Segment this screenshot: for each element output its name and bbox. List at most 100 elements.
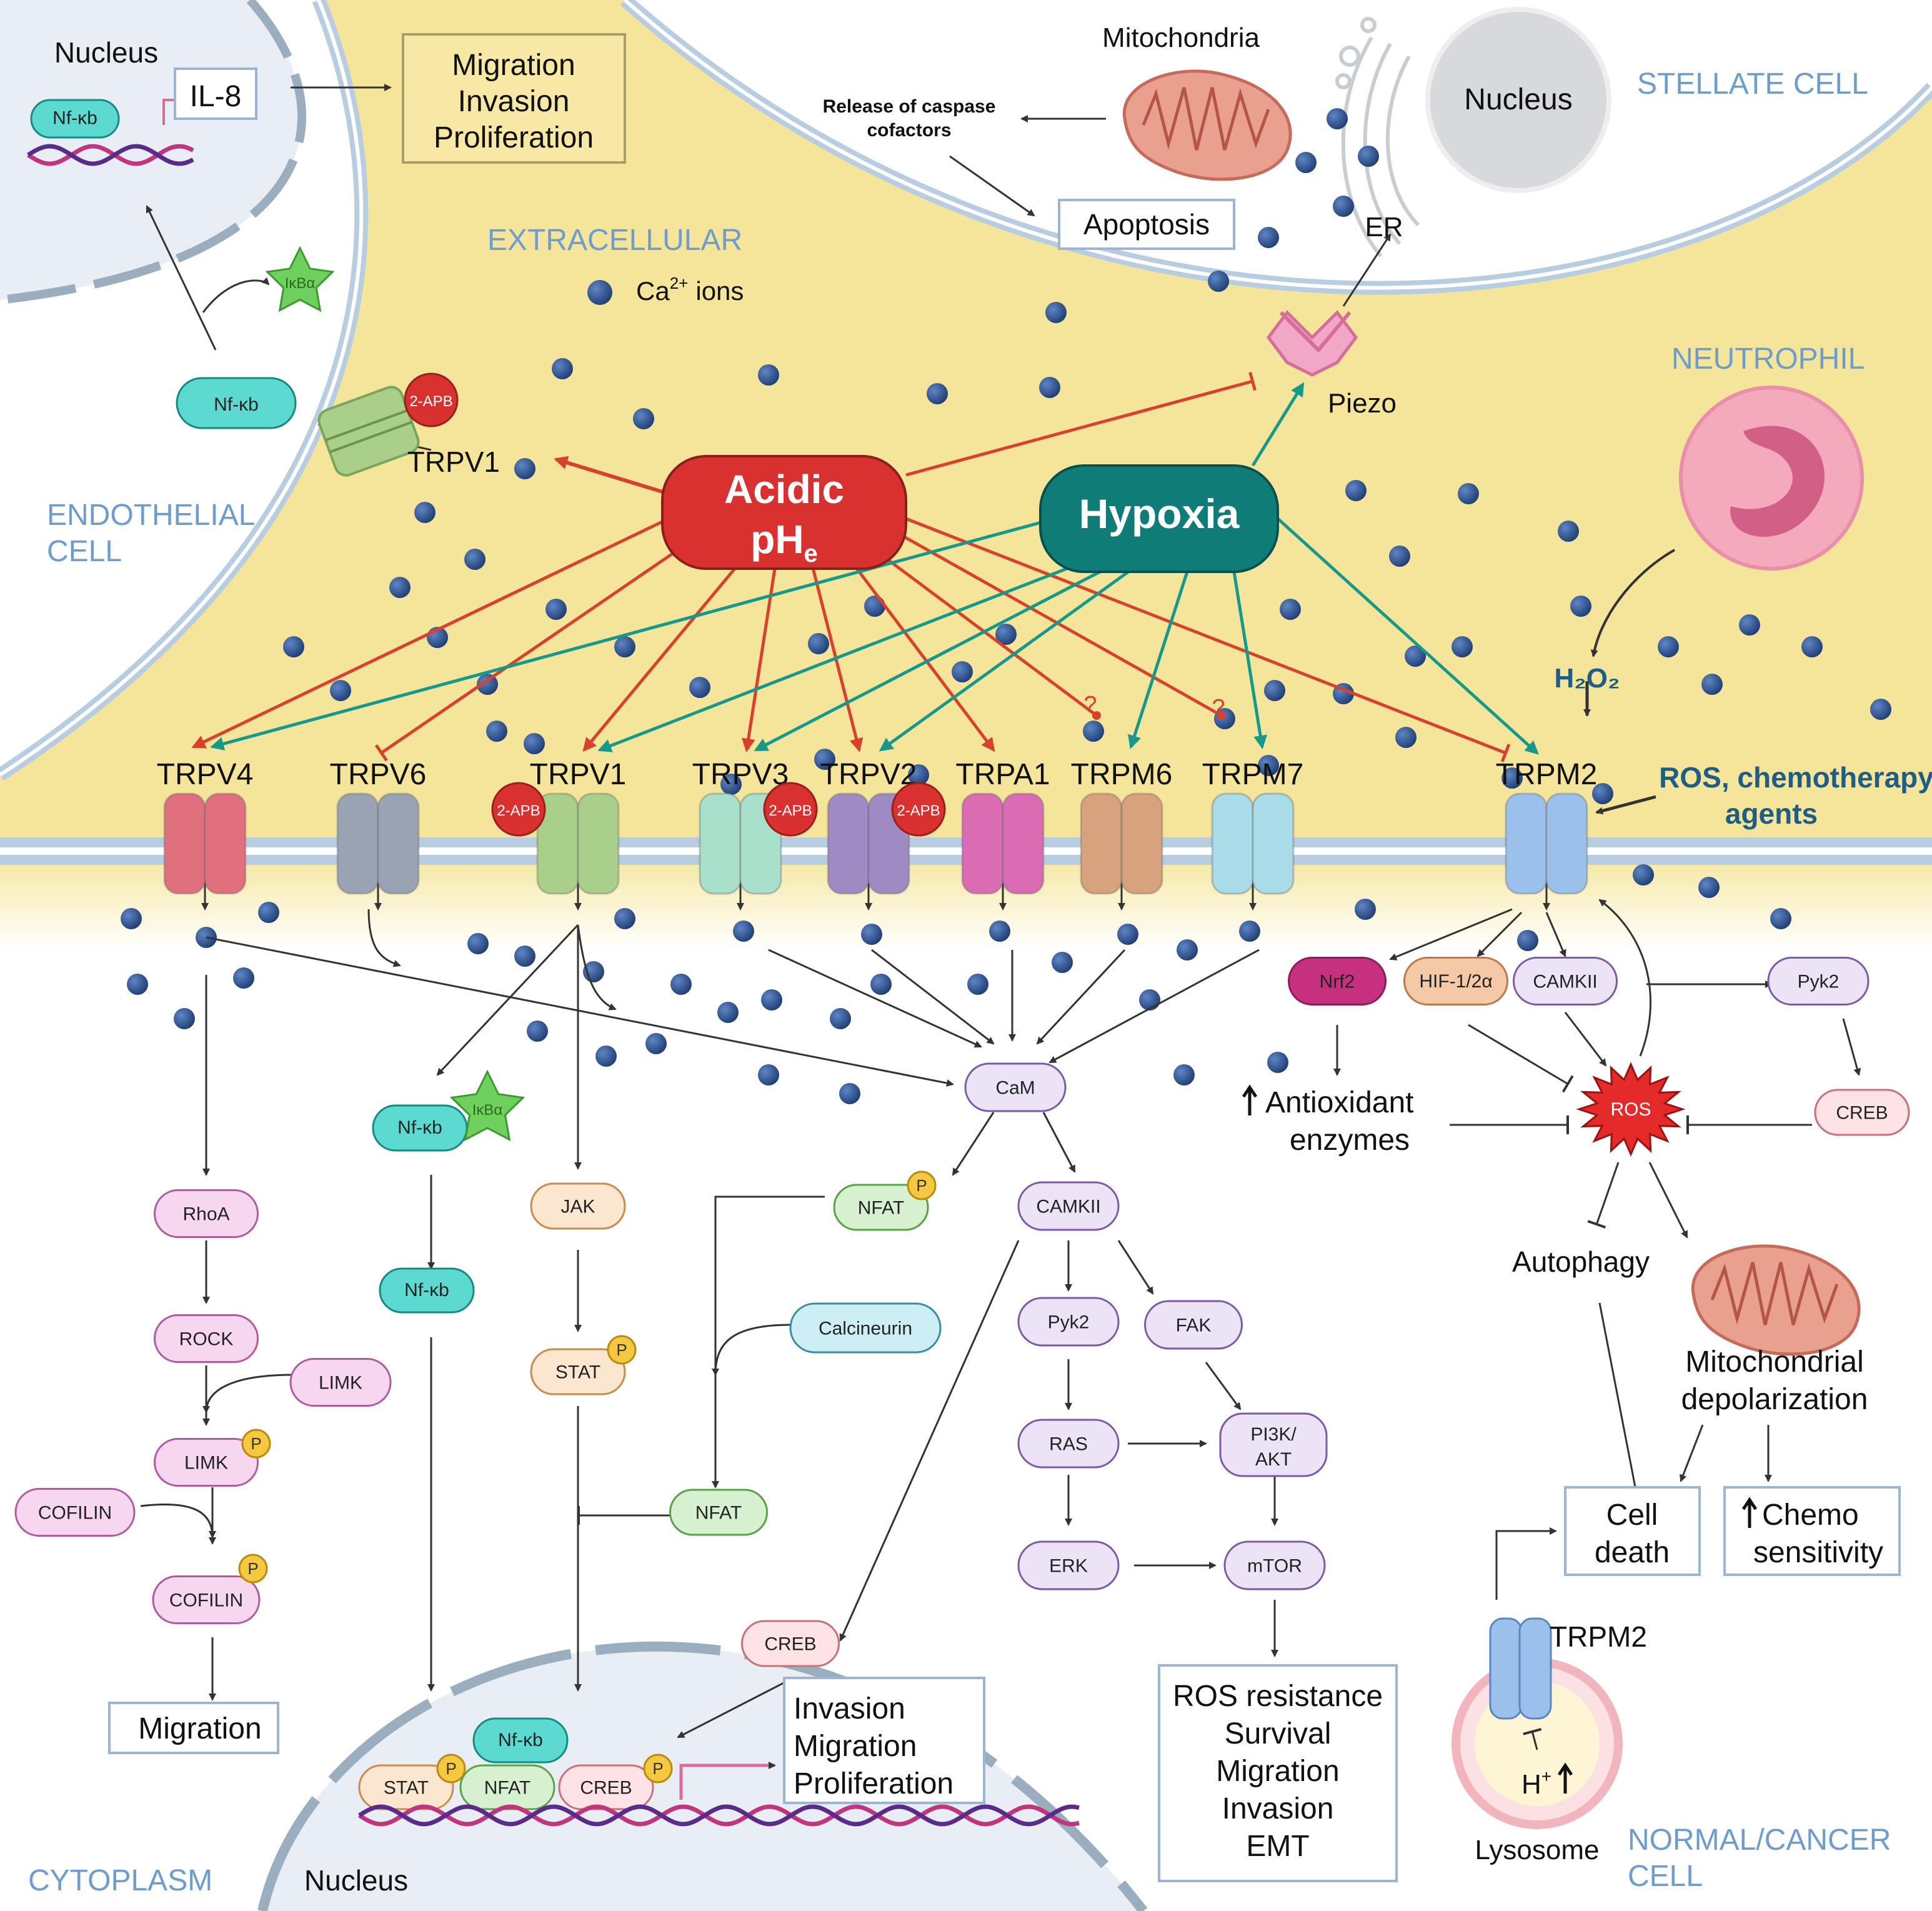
ros-inhibits-autophagy (1587, 1162, 1620, 1229)
acidic-to-endothelial-trpv1 (554, 456, 669, 496)
hypoxia-to-trpv1 (597, 564, 1075, 752)
svg-text:CREB: CREB (580, 1778, 632, 1799)
nucleus-outcome-box (783, 1677, 985, 1804)
nfat-dephos (712, 1195, 825, 1489)
cofilin-phos (140, 1503, 216, 1539)
cell-death-label-2: death (1595, 1536, 1670, 1569)
channel-trpm2: TRPM2 (1496, 758, 1598, 895)
calcium-ion (1239, 921, 1260, 942)
hypoxia-to-trpm7 (1232, 571, 1268, 749)
camkii-to-ros (1564, 1012, 1607, 1067)
calcium-ion (908, 764, 929, 786)
calcium-ion (486, 721, 507, 742)
calcium-ion (527, 1020, 548, 1042)
calcium-ion (1173, 1064, 1195, 1085)
svg-text:Nrf2: Nrf2 (1320, 972, 1355, 992)
calcium-ion (330, 680, 351, 701)
channel-label: TRPA1 (955, 758, 1050, 791)
calcium-ion (467, 933, 489, 954)
calcium-ion (614, 636, 635, 657)
calcium-ion (1052, 952, 1073, 973)
stat-node: STAT (530, 1348, 626, 1395)
calcium-ion (258, 902, 279, 923)
lysosome-trpm2-label: TRPM2 (1550, 1620, 1647, 1653)
2-apb-inhibitor: 2-APB (404, 372, 459, 427)
endothelial-trpv1-channel (317, 386, 420, 477)
acidic-to-trpv1 (582, 564, 739, 752)
acidic-to-trpa1 (849, 558, 995, 752)
calcium-ion (1355, 899, 1376, 920)
phosphate-badge: P (643, 1754, 673, 1784)
svg-text:Pyk2: Pyk2 (1798, 972, 1840, 992)
phosphate-badge: P (907, 1170, 937, 1200)
trpv1-to-cytosol (577, 924, 617, 1010)
trpv4-to-cam (206, 936, 954, 1087)
calcineurin (712, 1324, 791, 1376)
hypoxia-to-piezo (1251, 382, 1305, 467)
svg-text:2-APB: 2-APB (769, 802, 812, 819)
limk-phos (202, 1374, 294, 1414)
creb-to-complex (677, 1680, 788, 1739)
neutrophil-to-h2o2 (1590, 549, 1675, 657)
piezo-channel-icon (1266, 310, 1358, 377)
stellate-cell-label: STELLATE CELL (1637, 67, 1868, 101)
svg-text:Calcineurin: Calcineurin (819, 1319, 912, 1339)
er-label: ER (1365, 212, 1403, 242)
2-apb-inhibitor: 2-APB (491, 782, 546, 837)
endothelial-nucleus-label: Nucleus (54, 36, 158, 69)
svg-text:P: P (652, 1759, 663, 1778)
trpv3-to-cam (768, 949, 982, 1048)
calcium-ion (524, 733, 545, 754)
nfkb-dna-node: Nf-κb (30, 99, 120, 139)
camkii-trpm2-node: CAMKII (1513, 957, 1618, 1005)
svg-text:NFAT: NFAT (484, 1778, 530, 1799)
svg-text:2-APB: 2-APB (409, 393, 452, 410)
hypoxia-to-trpm2 (1277, 517, 1539, 755)
svg-text:P: P (251, 1434, 261, 1453)
endothelial-nfkb-node: Nf-κb (176, 377, 297, 429)
acidic-ph-stimulus (661, 455, 907, 570)
calcium-ion (1045, 302, 1067, 323)
svg-text:mTOR: mTOR (1247, 1556, 1302, 1577)
svg-text:COFILIN: COFILIN (169, 1590, 243, 1611)
creb-trpm2-node: CREB (1814, 1089, 1910, 1136)
channel-label: TRPM2 (1496, 758, 1598, 791)
calcium-ion (1280, 599, 1301, 620)
calcium-ion (864, 596, 885, 617)
acidic-label-line2: pHe (750, 517, 818, 567)
calcium-ion (1698, 877, 1720, 898)
channel-trpm7: TRPM7 (1202, 758, 1303, 895)
pyk2-trpm2-node: Pyk2 (1767, 957, 1870, 1005)
calcium-ion (1451, 636, 1473, 657)
hypoxia-to-trpv4 (210, 520, 1044, 751)
acidic-to-trpv3 (741, 568, 777, 752)
piezo-label: Piezo (1328, 388, 1397, 419)
channel-trpv4: TRPV4 (157, 758, 253, 895)
trpm7-to-cam (1048, 949, 1260, 1064)
limk-node: LIMK (289, 1358, 392, 1407)
calcium-ion (1389, 546, 1410, 567)
hypoxia-to-trpv2 (879, 568, 1132, 752)
cam-to-camkii (1042, 1112, 1076, 1173)
channel-label: TRPV3 (692, 758, 789, 791)
svg-text:P: P (616, 1340, 627, 1359)
lysosome-label: Lysosome (1475, 1835, 1600, 1865)
release-to-apoptosis (949, 155, 1035, 217)
calcium-ion (1395, 727, 1417, 748)
calcium-ion (1267, 1052, 1288, 1073)
trpm6-question-mark: ? (1083, 692, 1097, 718)
acidic-inhibits-trpm2 (905, 517, 1511, 762)
trpm2-to-nrf2 (1389, 908, 1513, 960)
channel-trpv6: TRPV6 (330, 758, 426, 895)
calcium-ion (1558, 521, 1579, 542)
calcium-ion (552, 358, 573, 379)
svg-text:2-APB: 2-APB (497, 802, 540, 819)
complex-nfat-node: NFAT (459, 1764, 555, 1810)
svg-text:Nf-κb: Nf-κb (498, 1730, 543, 1750)
calcium-ion (1208, 271, 1229, 292)
ros-chemo-label-1: ROS, chemotherapy (1659, 761, 1932, 794)
calcium-ion (1592, 783, 1613, 804)
calcium-ion (1139, 989, 1160, 1010)
